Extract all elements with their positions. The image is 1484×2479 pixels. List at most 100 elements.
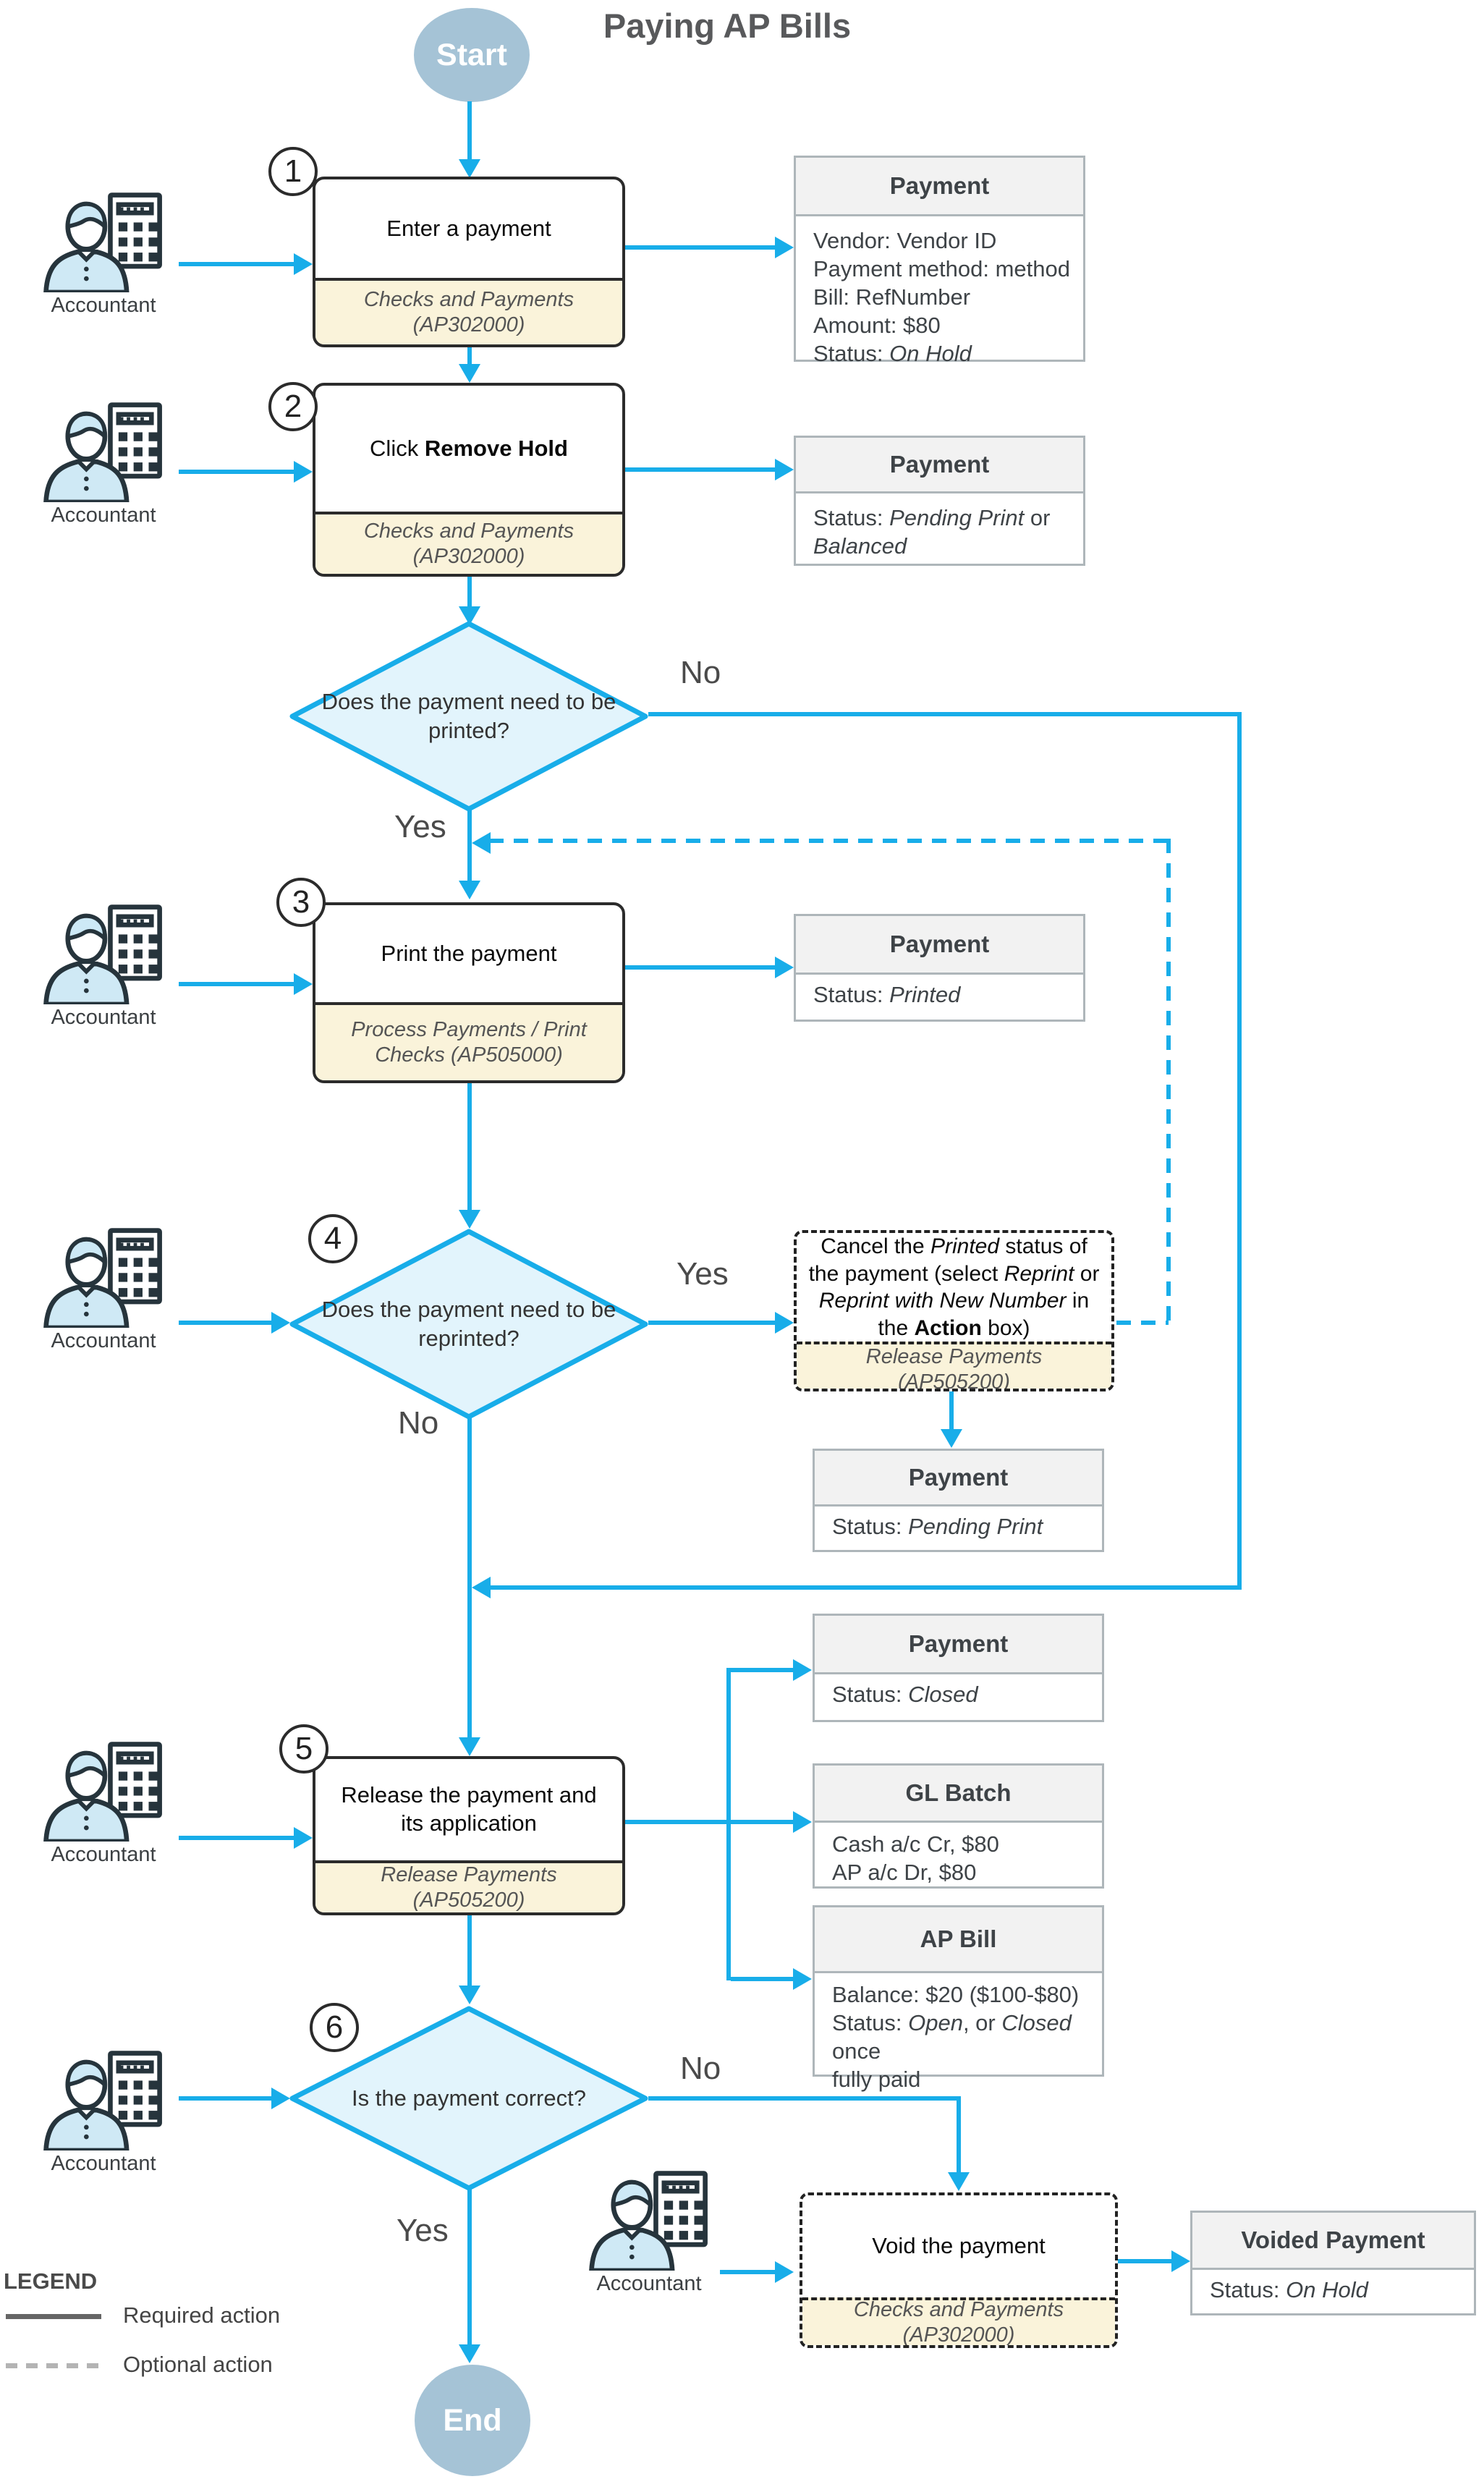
- actor-label: Accountant: [51, 1006, 156, 1029]
- edge-step3-decision4: [467, 1083, 472, 1211]
- step-number-badge: 5: [279, 1724, 328, 1774]
- actor-label: Accountant: [51, 1329, 156, 1352]
- legend-solid-line: [6, 2314, 101, 2319]
- card-title: Payment: [796, 438, 1083, 493]
- arrowhead: [294, 253, 313, 275]
- card-body: Status: Printed: [813, 982, 961, 1007]
- card-payment-printed: Payment Status: Printed: [794, 914, 1085, 1022]
- edge-decision4-no-step5: [467, 1417, 472, 1739]
- card-title: GL Batch: [815, 1766, 1102, 1823]
- step-cancel-printed-status: Cancel the Printed status of the payment…: [794, 1230, 1114, 1391]
- screen-ref: Checks and Payments (AP302000): [315, 512, 622, 574]
- step-remove-hold: Click Remove Hold Checks and Payments (A…: [313, 383, 625, 577]
- step-print-payment: Print the payment Process Payments / Pri…: [313, 902, 625, 1083]
- step-label: Print the payment: [381, 940, 557, 966]
- arrowhead: [793, 1811, 812, 1833]
- accountant-icon: [35, 1225, 172, 1328]
- legend-title: LEGEND: [4, 2268, 98, 2294]
- edge-void-voided: [1118, 2259, 1173, 2263]
- card-title: Payment: [815, 1451, 1102, 1507]
- arrowhead: [459, 159, 480, 178]
- edge-decision1-no-down: [1237, 712, 1242, 1589]
- decision-correct-question: Is the payment correct?: [352, 2085, 586, 2111]
- edge-step3-payment3: [625, 965, 776, 970]
- arrowhead: [941, 1429, 962, 1448]
- actor-accountant-2: Accountant: [27, 399, 179, 527]
- edge-step1-step2: [467, 347, 472, 366]
- actor-label: Accountant: [51, 294, 156, 317]
- arrowhead: [472, 1577, 491, 1598]
- arrowhead: [459, 364, 480, 383]
- step-label: Cancel the Printed status of the payment…: [808, 1234, 1100, 1340]
- card-body: Balance: $20 ($100-$80)Status: Open, or …: [832, 1982, 1080, 2093]
- card-title: Payment: [796, 916, 1083, 975]
- arrowhead: [775, 1312, 794, 1334]
- edge-decision1-no: [648, 712, 1242, 716]
- arrowhead: [948, 2172, 970, 2191]
- arrowhead: [793, 1659, 812, 1681]
- card-payment-pendingprint: Payment Status: Pending Print: [813, 1449, 1104, 1552]
- end-node: End: [415, 2365, 530, 2476]
- arrowhead: [271, 1312, 290, 1334]
- accountant-icon: [35, 902, 172, 1004]
- accountant-icon: [35, 190, 172, 292]
- arrowhead: [271, 2088, 290, 2109]
- edge-label-no-4: No: [398, 1405, 439, 1441]
- edge-accountant-decision6: [179, 2096, 273, 2101]
- card-title: Voided Payment: [1192, 2213, 1474, 2270]
- actor-label: Accountant: [51, 1843, 156, 1866]
- step-label: Release the payment and its application: [341, 1782, 597, 1836]
- edge-accountant-step3: [179, 982, 294, 986]
- accountant-icon: [35, 2048, 172, 2150]
- edge-label-yes-6: Yes: [397, 2213, 449, 2248]
- edge-decision1-no-merge: [489, 1585, 1242, 1590]
- step-number-badge: 2: [268, 382, 318, 431]
- edge-branch-payment5: [731, 1668, 794, 1672]
- card-title: AP Bill: [815, 1907, 1102, 1973]
- card-title: Payment: [796, 158, 1083, 216]
- actor-label: Accountant: [596, 2272, 702, 2295]
- step-label: Void the payment: [872, 2233, 1046, 2259]
- edge-optional-reprint-loop-down: [1166, 839, 1171, 1325]
- step-release-payment: Release the payment and its application …: [313, 1756, 625, 1915]
- card-body: Status: On Hold: [1210, 2277, 1368, 2302]
- decision-reprint-diamond: [289, 1229, 648, 1420]
- step-number-badge: 4: [308, 1214, 357, 1263]
- edge-label-no-1: No: [680, 655, 721, 690]
- screen-ref: Release Payments (AP505200): [315, 1860, 622, 1912]
- edge-decision6-no-down: [957, 2096, 961, 2174]
- actor-label: Accountant: [51, 2152, 156, 2175]
- edge-accountant-decision4: [179, 1321, 273, 1325]
- decision-print-diamond: [289, 621, 648, 812]
- edge-accountant-step1: [179, 262, 294, 266]
- edge-cancel-payment4: [949, 1391, 954, 1431]
- legend-dashed-line: [6, 2363, 101, 2368]
- actor-accountant-5: Accountant: [27, 1739, 179, 1867]
- accountant-icon: [35, 1739, 172, 1842]
- edge-accountant-step5: [179, 1836, 294, 1840]
- decision-print-question: Does the payment need to be printed?: [321, 688, 616, 743]
- actor-accountant-3: Accountant: [27, 902, 179, 1030]
- arrowhead: [1171, 2250, 1190, 2272]
- edge-label-yes-1: Yes: [394, 809, 446, 844]
- arrowhead: [294, 973, 313, 995]
- step-number-badge: 1: [268, 147, 318, 196]
- decision-reprint-question: Does the payment need to be reprinted?: [321, 1296, 616, 1351]
- edge-step5-decision6: [467, 1915, 472, 1988]
- edge-decision6-no: [648, 2096, 961, 2101]
- screen-ref: Process Payments / Print Checks (AP50500…: [315, 1002, 622, 1080]
- edge-step2-payment2: [625, 467, 776, 472]
- edge-accountant-void: [720, 2270, 776, 2274]
- arrowhead: [472, 832, 491, 854]
- edge-branch-apbill: [731, 1977, 794, 1981]
- card-body: Status: Pending Print: [832, 1514, 1043, 1539]
- legend-optional-label: Optional action: [123, 2352, 273, 2377]
- step-enter-payment: Enter a payment Checks and Payments (AP3…: [313, 177, 625, 347]
- edge-step5-out: [625, 1820, 731, 1824]
- arrowhead: [775, 459, 794, 480]
- arrowhead: [793, 1968, 812, 1990]
